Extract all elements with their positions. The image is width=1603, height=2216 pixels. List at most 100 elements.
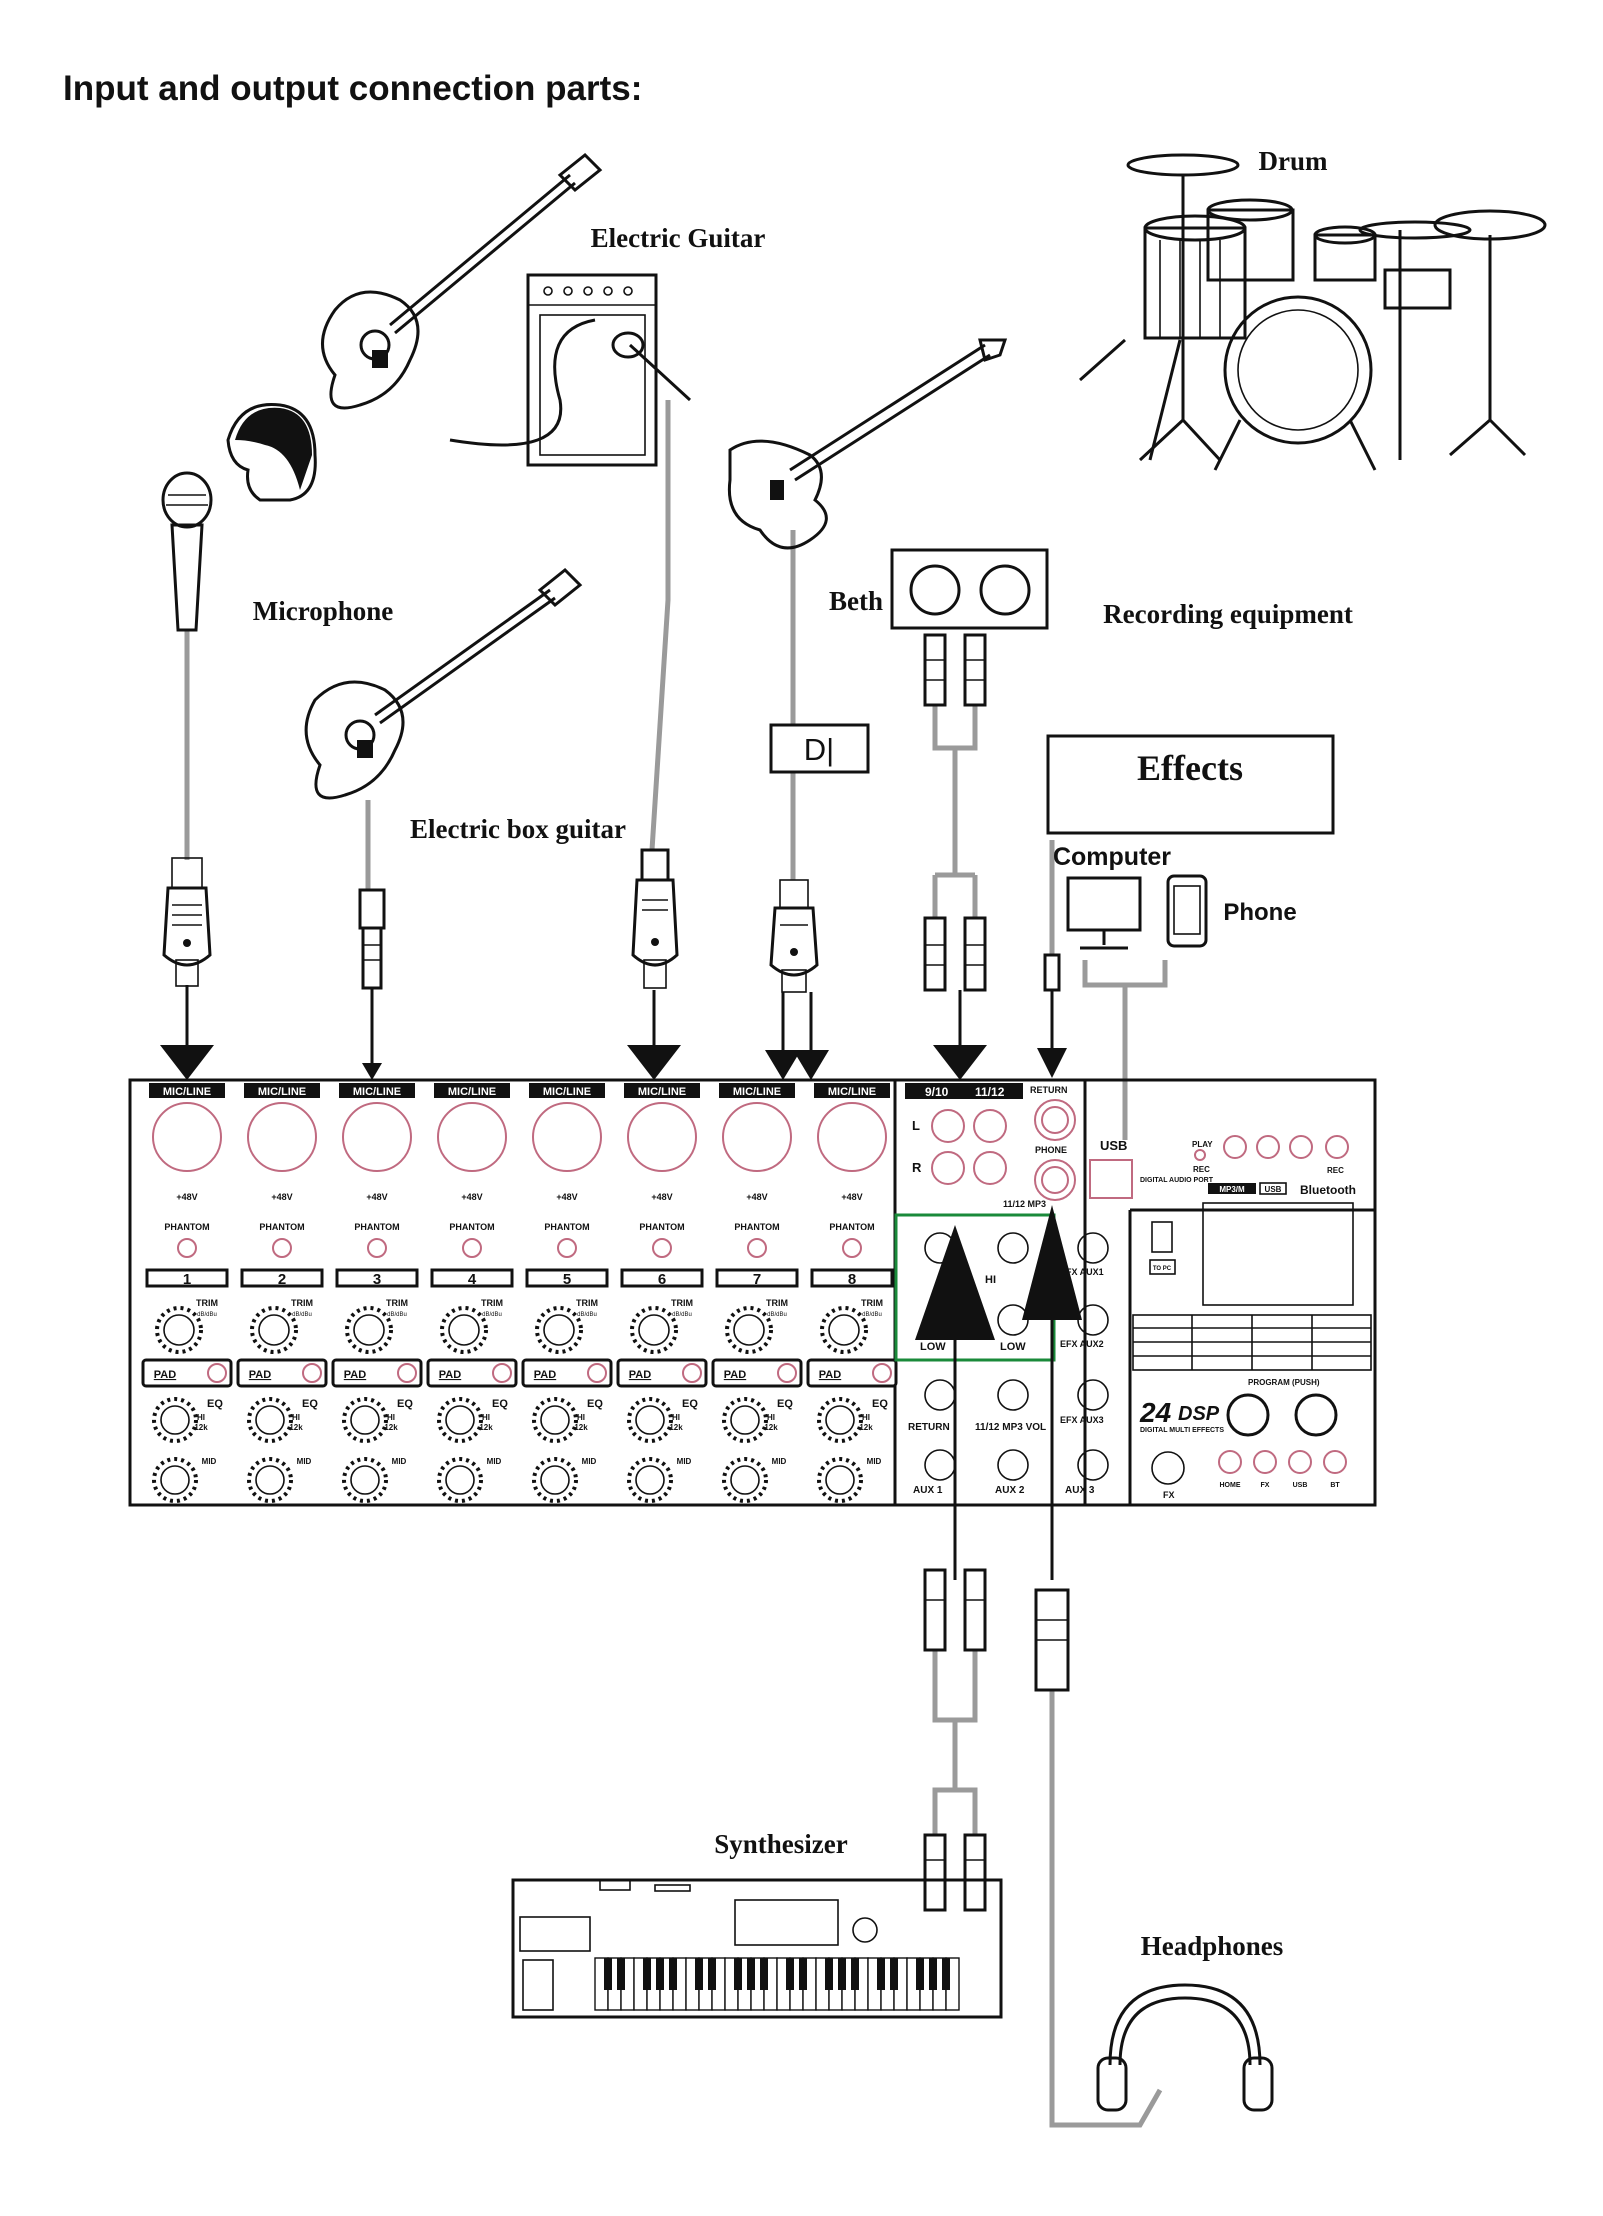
home-button[interactable] xyxy=(1218,1450,1242,1474)
hi-eq-knob[interactable] xyxy=(350,1405,380,1435)
pad-switch[interactable] xyxy=(872,1363,892,1383)
return-jack[interactable] xyxy=(1034,1099,1076,1141)
mid-eq-knob[interactable] xyxy=(160,1465,190,1495)
aux3-knob[interactable] xyxy=(1077,1379,1109,1411)
channel-input-jack[interactable] xyxy=(532,1102,602,1172)
return-knob[interactable] xyxy=(924,1379,956,1411)
channel-input-jack[interactable] xyxy=(437,1102,507,1172)
channel-input-label: MIC/LINE xyxy=(258,1086,306,1098)
hi-eq-knob[interactable] xyxy=(445,1405,475,1435)
trim-knob[interactable] xyxy=(828,1314,860,1346)
fx-knob[interactable] xyxy=(1151,1451,1185,1485)
pad-switch[interactable] xyxy=(397,1363,417,1383)
phantom-switch[interactable] xyxy=(177,1238,197,1258)
phantom-switch[interactable] xyxy=(557,1238,577,1258)
trim-knob[interactable] xyxy=(448,1314,480,1346)
channel-number: 5 xyxy=(563,1271,571,1288)
channel-input-header xyxy=(434,1083,510,1098)
phantom-switch[interactable] xyxy=(652,1238,672,1258)
phantom-switch[interactable] xyxy=(367,1238,387,1258)
trim-knob[interactable] xyxy=(353,1314,385,1346)
channel-input-header xyxy=(624,1083,700,1098)
phantom-label: PHANTOM xyxy=(544,1222,589,1232)
trim-knob[interactable] xyxy=(163,1314,195,1346)
stereo-hi-knob-b[interactable] xyxy=(997,1232,1029,1264)
trim-range-label: dB/dBu xyxy=(577,1312,597,1318)
aux2-send-knob[interactable] xyxy=(997,1449,1029,1481)
usb-button[interactable] xyxy=(1288,1450,1312,1474)
trim-knob[interactable] xyxy=(638,1314,670,1346)
phantom-switch[interactable] xyxy=(272,1238,292,1258)
channel-input-jack[interactable] xyxy=(247,1102,317,1172)
mixer-body xyxy=(128,1078,1377,1507)
hi-eq-knob[interactable] xyxy=(635,1405,665,1435)
mp3-vol-knob[interactable] xyxy=(997,1379,1029,1411)
fx-button[interactable] xyxy=(1253,1450,1277,1474)
pad-switch[interactable] xyxy=(682,1363,702,1383)
program-knob-1[interactable] xyxy=(1226,1393,1270,1437)
channel-input-jack[interactable] xyxy=(342,1102,412,1172)
program-knob-2[interactable] xyxy=(1294,1393,1338,1437)
stereo-l-jack-b[interactable] xyxy=(973,1109,1007,1143)
hi-eq-knob[interactable] xyxy=(540,1405,570,1435)
pad-switch-frame xyxy=(141,1358,233,1388)
hi-eq-knob[interactable] xyxy=(255,1405,285,1435)
xlr-plug-ch1 xyxy=(162,857,212,987)
pad-switch[interactable] xyxy=(207,1363,227,1383)
mid-eq-knob[interactable] xyxy=(445,1465,475,1495)
phantom-switch[interactable] xyxy=(462,1238,482,1258)
dsp-number: 24 xyxy=(1139,1397,1172,1428)
mid-eq-knob[interactable] xyxy=(540,1465,570,1495)
black-key xyxy=(708,1958,716,1990)
mid-eq-knob[interactable] xyxy=(255,1465,285,1495)
pad-switch-frame xyxy=(426,1358,518,1388)
mid-eq-knob[interactable] xyxy=(635,1465,665,1495)
channel-input-jack[interactable] xyxy=(627,1102,697,1172)
rec-button[interactable] xyxy=(1325,1135,1349,1159)
channel-input-jack[interactable] xyxy=(152,1102,222,1172)
next-button[interactable] xyxy=(1289,1135,1313,1159)
black-key xyxy=(617,1958,625,1990)
pad-switch[interactable] xyxy=(302,1363,322,1383)
mid-label: MID xyxy=(677,1457,692,1466)
phantom-switch[interactable] xyxy=(747,1238,767,1258)
pad-label: PAD xyxy=(534,1369,556,1381)
hi-eq-knob[interactable] xyxy=(160,1405,190,1435)
pad-switch[interactable] xyxy=(777,1363,797,1383)
play-pause-button[interactable] xyxy=(1223,1135,1247,1159)
black-key xyxy=(734,1958,742,1990)
trim-scale xyxy=(250,1306,298,1354)
prev-button[interactable] xyxy=(1256,1135,1280,1159)
pad-switch[interactable] xyxy=(492,1363,512,1383)
stereo-r-jack-a[interactable] xyxy=(931,1151,965,1185)
trim-knob[interactable] xyxy=(733,1314,765,1346)
phantom-switch[interactable] xyxy=(842,1238,862,1258)
bt-button[interactable] xyxy=(1323,1450,1347,1474)
hi-label: HI xyxy=(767,1413,775,1422)
trim-range-label: dB/dBu xyxy=(767,1312,787,1318)
aux1-send-knob[interactable] xyxy=(924,1449,956,1481)
usb-port[interactable] xyxy=(1089,1159,1133,1199)
aux2-knob[interactable] xyxy=(1077,1304,1109,1336)
mid-eq-knob[interactable] xyxy=(730,1465,760,1495)
electric-box-guitar-icon xyxy=(304,567,583,800)
pad-label: PAD xyxy=(724,1369,746,1381)
aux3-send-knob[interactable] xyxy=(1077,1449,1109,1481)
usb-cable xyxy=(1082,960,1168,1140)
phone-jack[interactable] xyxy=(1034,1159,1076,1201)
pad-switch[interactable] xyxy=(587,1363,607,1383)
trim-knob[interactable] xyxy=(543,1314,575,1346)
mid-eq-knob[interactable] xyxy=(350,1465,380,1495)
aux1-knob[interactable] xyxy=(1077,1232,1109,1264)
trim-knob[interactable] xyxy=(258,1314,290,1346)
black-key xyxy=(656,1958,664,1990)
hi-eq-knob[interactable] xyxy=(825,1405,855,1435)
hi-eq-knob[interactable] xyxy=(730,1405,760,1435)
channel-input-jack[interactable] xyxy=(722,1102,792,1172)
channel-input-jack[interactable] xyxy=(817,1102,887,1172)
guitar-amp-cable xyxy=(649,400,671,851)
black-key xyxy=(890,1958,898,1990)
stereo-r-jack-b[interactable] xyxy=(973,1151,1007,1185)
mid-eq-knob[interactable] xyxy=(825,1465,855,1495)
stereo-l-jack-a[interactable] xyxy=(931,1109,965,1143)
